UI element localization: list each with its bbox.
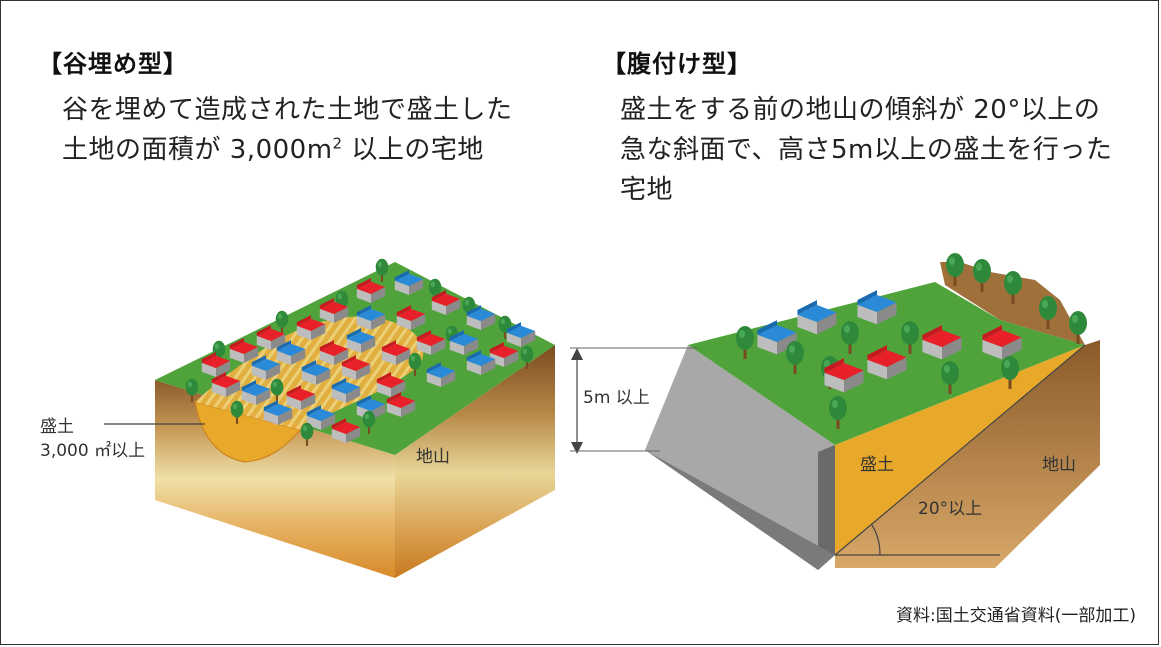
- left-block-side: [395, 345, 555, 578]
- height-label: 5m 以上: [583, 388, 650, 408]
- left-fill-label: 盛土: [40, 417, 74, 437]
- left-desc-line1: 谷を埋めて造成された土地で盛土した: [62, 95, 513, 125]
- source-credit: 資料:国土交通省資料(一部加工): [896, 606, 1136, 626]
- right-description: 盛土をする前の地山の傾斜が 20°以上の 急な斜面で、高さ5m以上の盛土を行った…: [620, 90, 1112, 210]
- slope-fill-diagram: 5m 以上 盛土 地山 20°以上: [570, 253, 1100, 570]
- right-fill-label: 盛土: [860, 455, 894, 475]
- angle-label: 20°以上: [918, 499, 982, 519]
- right-slope-line: [834, 344, 1086, 556]
- right-retaining-wall-side: [818, 445, 835, 570]
- right-desc-line2: 急な斜面で、高さ5m以上の盛土を行った: [620, 135, 1113, 165]
- right-ground-label: 地山: [1042, 455, 1076, 475]
- right-desc-line1: 盛土をする前の地山の傾斜が 20°以上の: [620, 95, 1101, 125]
- height-arrow-bottom: [571, 442, 583, 454]
- left-description: 谷を埋めて造成された土地で盛土した 土地の面積が 3,000m2 以上の宅地: [62, 90, 513, 170]
- right-retaining-wall-front: [645, 345, 835, 555]
- right-ground-body: [835, 340, 1100, 568]
- left-desc-line2: 土地の面積が 3,000m2 以上の宅地: [62, 134, 484, 165]
- left-title: 【谷埋め型】: [38, 50, 188, 78]
- right-retaining-wall-base: [645, 450, 835, 570]
- right-title: 【腹付け型】: [602, 50, 752, 78]
- right-angle-arc: [871, 524, 881, 556]
- height-arrow-top: [571, 348, 583, 360]
- left-area-label: 3,000 ㎡以上: [40, 441, 145, 461]
- left-fill-cross-section: [194, 401, 301, 463]
- left-ground-label: 地山: [416, 447, 450, 467]
- valley-fill-diagram: 盛土 3,000 ㎡以上 地山: [40, 258, 555, 578]
- right-desc-line3: 宅地: [620, 175, 674, 205]
